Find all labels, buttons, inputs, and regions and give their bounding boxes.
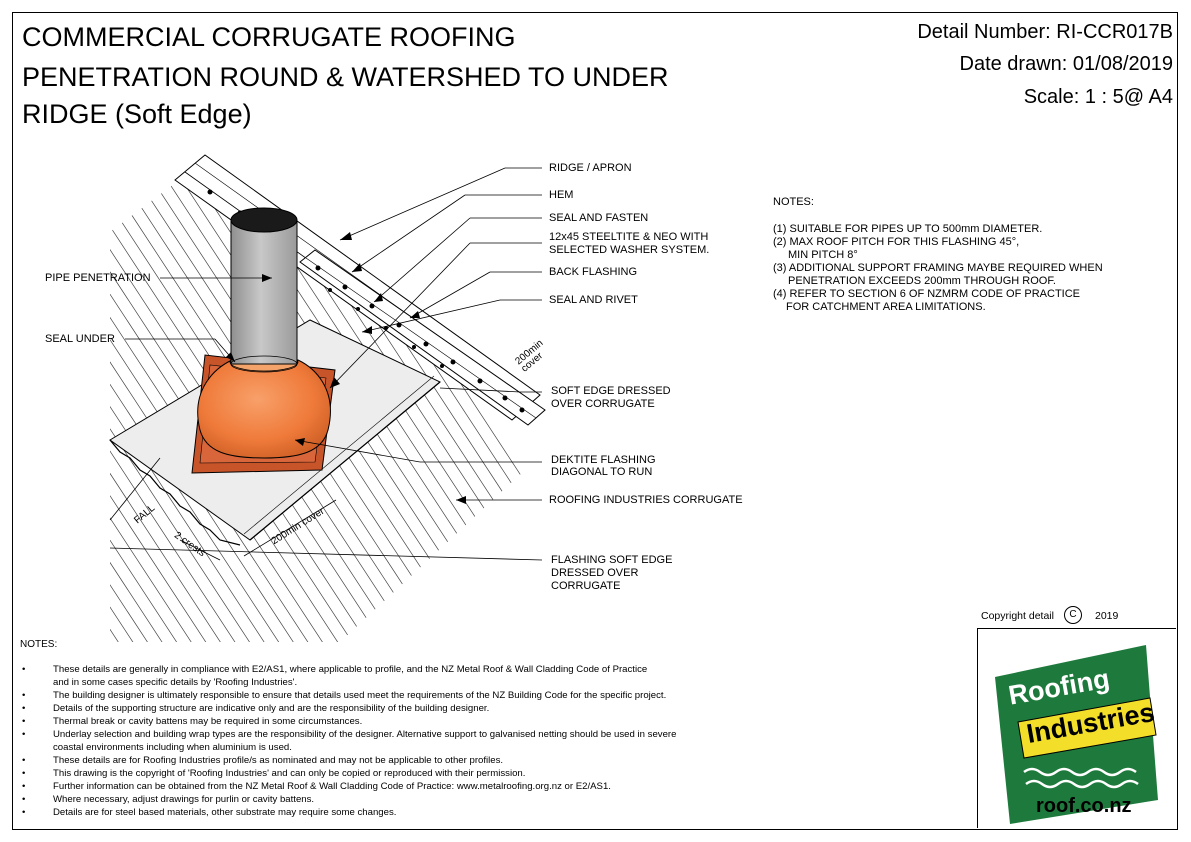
label-seal-fasten: SEAL AND FASTEN [549,212,649,224]
note-bullet: • [22,664,26,675]
logo-website: roof.co.nz [1036,795,1132,817]
note-bullet: • [22,781,26,792]
copyright-year: 2019 [1095,610,1119,622]
label-seal-rivet: SEAL AND RIVET [549,294,638,306]
detail-number: Detail Number: RI-CCR017B [917,21,1173,43]
general-note: Details are for steel based materials, o… [53,807,397,818]
label-ridge-apron: RIDGE / APRON [549,162,632,174]
leader-arrows [226,232,466,504]
copyright-text: Copyright detail [981,610,1054,622]
label-pipe-penetration: PIPE PENETRATION [45,272,151,284]
title-line-2: PENETRATION ROUND & WATERSHED TO UNDER [22,62,669,92]
scale: Scale: 1 : 5@ A4 [1023,86,1173,108]
general-note: Underlay selection and building wrap typ… [53,729,677,740]
label-soft-edge-1: SOFT EDGE DRESSED [551,385,671,397]
title-line-1: COMMERCIAL CORRUGATE ROOFING [22,22,516,52]
right-note-line: MIN PITCH 8° [788,249,858,261]
drawing-frame [12,12,1178,830]
general-note: Thermal break or cavity battens may be r… [53,716,363,727]
general-note: This drawing is the copyright of 'Roofin… [53,768,526,779]
right-note-line: (3) ADDITIONAL SUPPORT FRAMING MAYBE REQ… [773,262,1103,274]
label-steeltite-1: 12x45 STEELTITE & NEO WITH [549,231,709,243]
title-line-3: RIDGE (Soft Edge) [22,99,252,129]
copyright-icon: C [1064,606,1082,624]
general-note: The building designer is ultimately resp… [53,690,667,701]
label-corrugate: ROOFING INDUSTRIES CORRUGATE [549,494,743,506]
right-notes-heading: NOTES: [773,196,814,208]
logo-panel [977,628,1176,828]
label-soft-edge-2: OVER CORRUGATE [551,398,655,410]
note-bullet: • [22,703,26,714]
right-note-line: PENETRATION EXCEEDS 200mm THROUGH ROOF. [788,275,1056,287]
note-bullet: • [22,768,26,779]
general-note: coastal environments including when alum… [53,742,292,753]
date-drawn: Date drawn: 01/08/2019 [959,53,1174,75]
general-note: Where necessary, adjust drawings for pur… [53,794,315,805]
general-note: and in some cases specific details by 'R… [53,677,298,688]
general-note: Details of the supporting structure are … [53,703,490,714]
label-dektite-1: DEKTITE FLASHING [551,454,656,466]
general-note: These details are generally in complianc… [53,664,648,675]
right-note-line: (4) REFER TO SECTION 6 OF NZMRM CODE OF … [773,288,1081,300]
label-back-flashing: BACK FLASHING [549,266,638,278]
leader-lines [109,167,543,561]
note-bullet: • [22,807,26,818]
note-bullet: • [22,794,26,805]
right-note-line: FOR CATCHMENT AREA LIMITATIONS. [786,301,986,313]
general-note: Further information can be obtained from… [53,781,611,792]
label-flashing-soft-1: FLASHING SOFT EDGE [551,554,673,566]
general-notes-heading: NOTES: [20,639,58,650]
right-note-line: (1) SUITABLE FOR PIPES UP TO 500mm DIAME… [773,223,1043,235]
label-flashing-soft-2: DRESSED OVER [551,567,639,579]
label-seal-under: SEAL UNDER [45,333,115,345]
dektite-boot [197,359,331,459]
note-bullet: • [22,729,26,740]
general-note: These details are for Roofing Industries… [53,755,504,766]
note-bullet: • [22,690,26,701]
note-bullet: • [22,755,26,766]
label-dektite-2: DIAGONAL TO RUN [551,466,653,478]
label-steeltite-2: SELECTED WASHER SYSTEM. [549,244,710,256]
note-bullet: • [22,716,26,727]
right-note-line: (2) MAX ROOF PITCH FOR THIS FLASHING 45°… [773,236,1020,248]
pipe [230,219,298,365]
label-hem: HEM [549,189,574,201]
label-flashing-soft-3: CORRUGATE [551,580,621,592]
